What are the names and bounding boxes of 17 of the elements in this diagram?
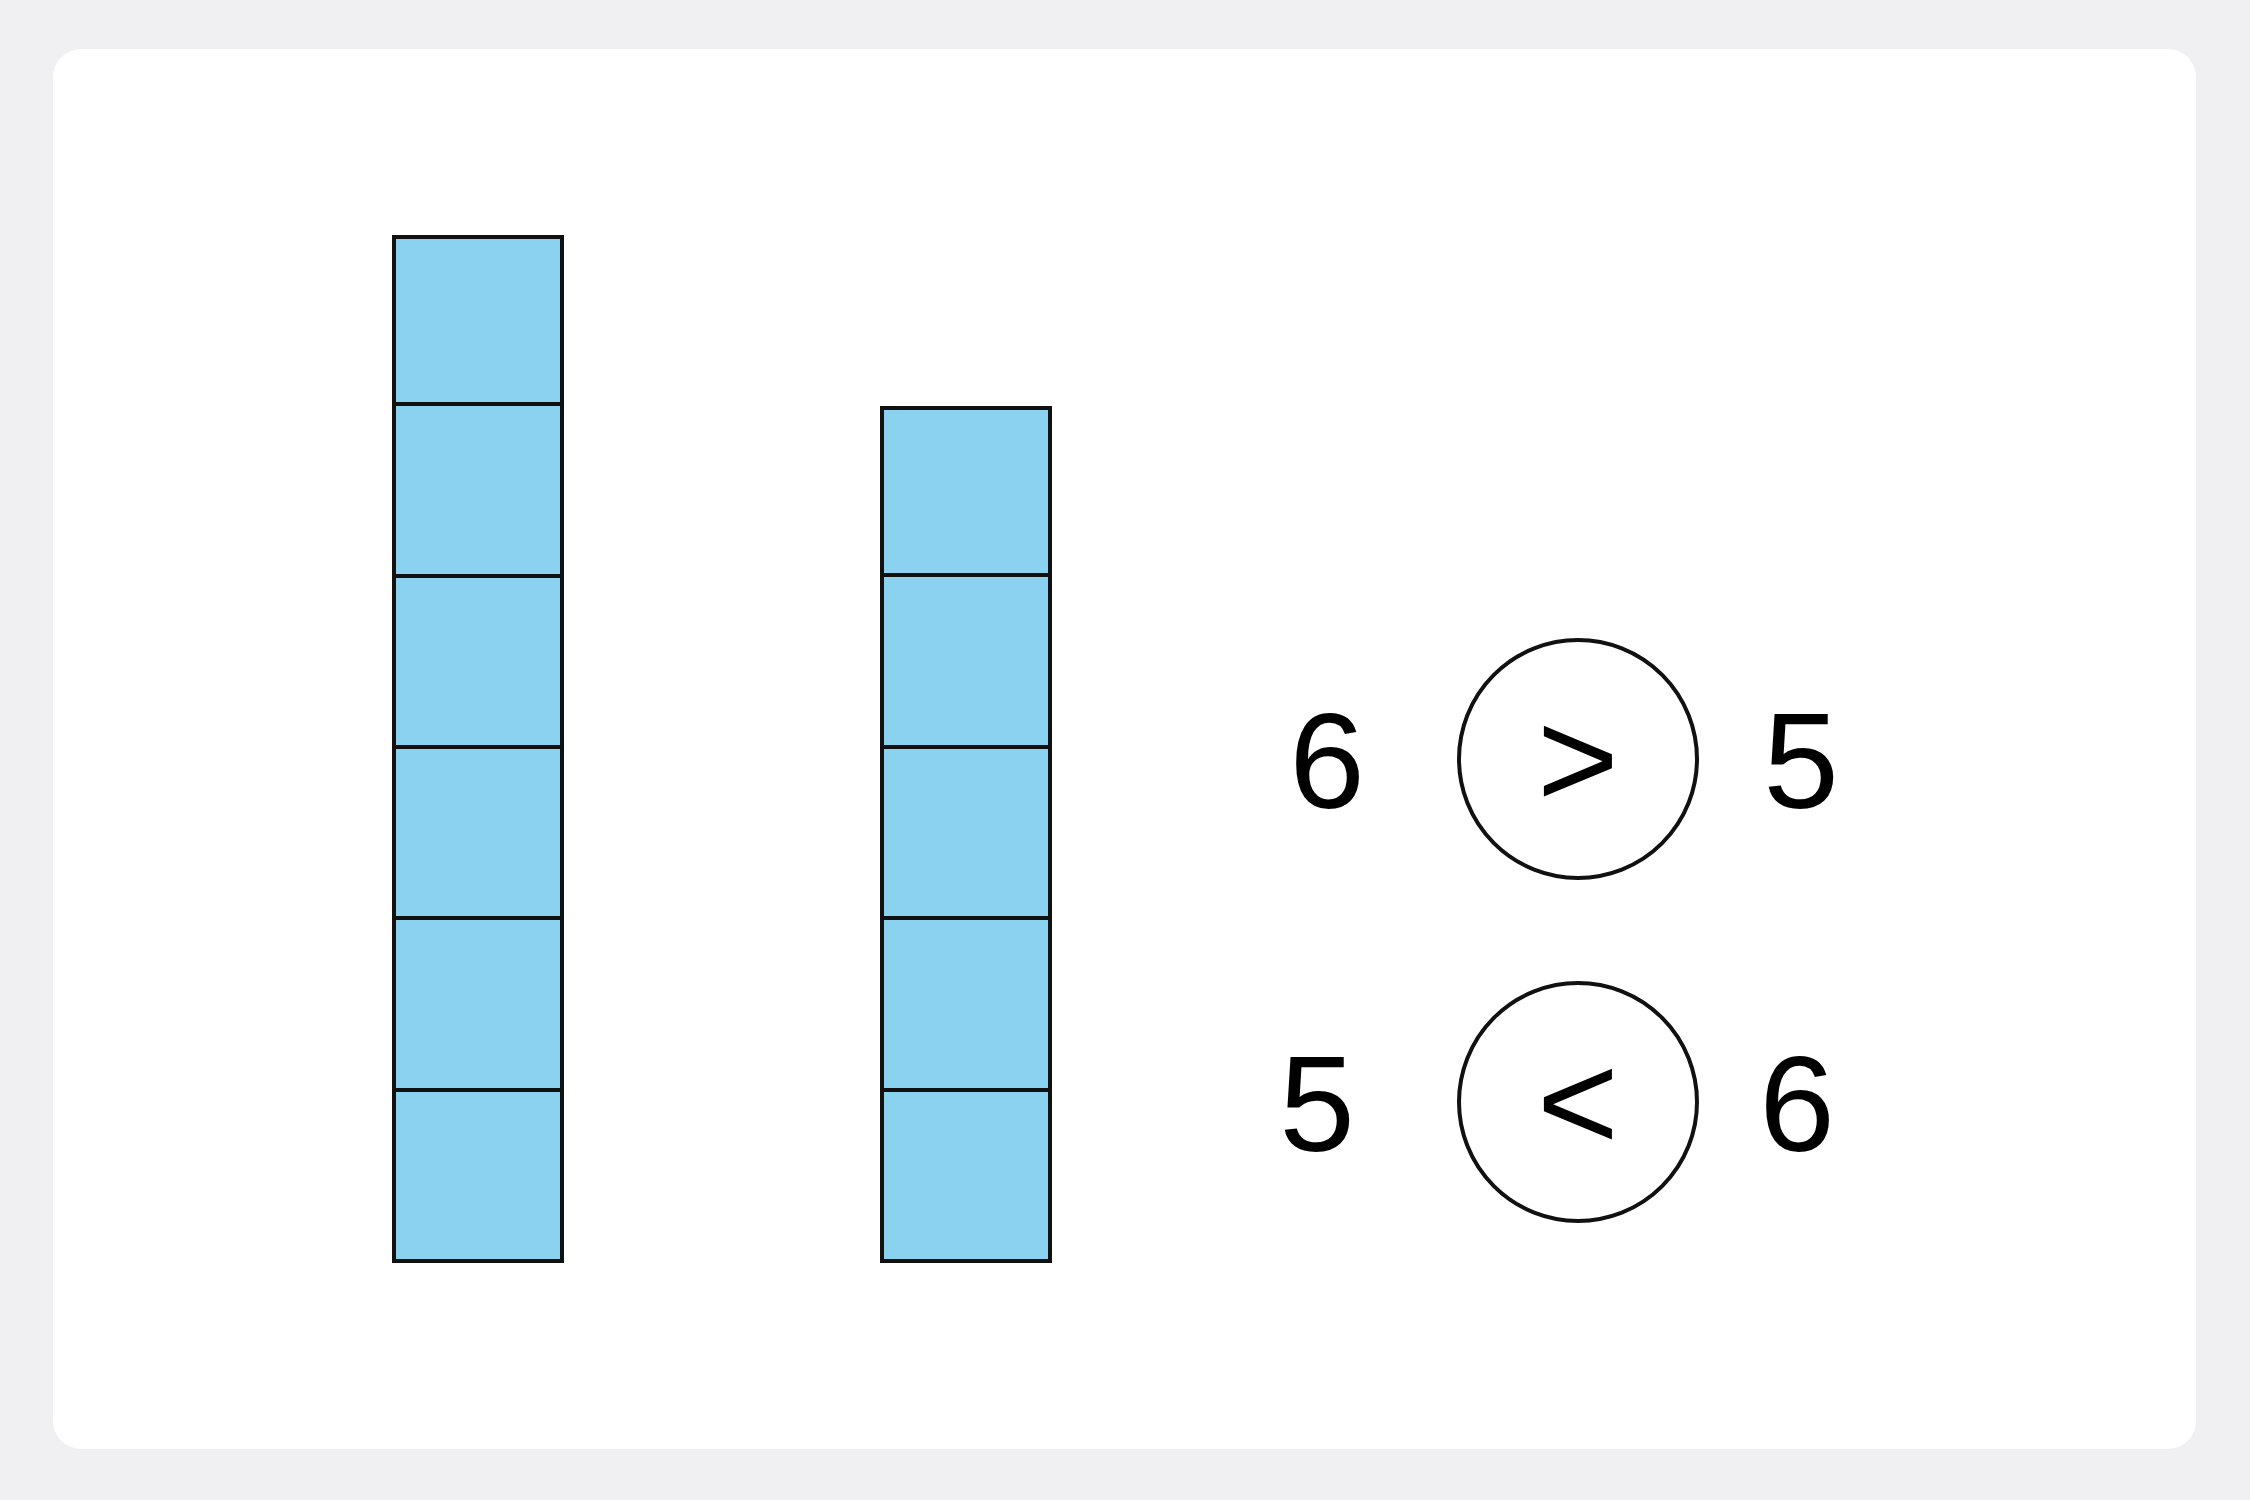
unit-block — [880, 406, 1052, 577]
number-label: 5 — [1279, 1036, 1355, 1172]
unit-block — [392, 235, 564, 406]
unit-block — [880, 920, 1052, 1092]
unit-block — [392, 920, 564, 1092]
number-label: 6 — [1759, 1036, 1835, 1172]
unit-block — [392, 578, 564, 749]
unit-block — [392, 749, 564, 920]
number-label: 6 — [1289, 693, 1365, 829]
unit-block — [880, 1092, 1052, 1263]
comparison-sign: < — [1537, 1032, 1619, 1172]
comparison-sign: > — [1537, 689, 1619, 829]
number-label: 5 — [1763, 693, 1839, 829]
unit-block — [880, 749, 1052, 920]
unit-block — [392, 406, 564, 578]
unit-block — [880, 577, 1052, 749]
unit-block — [392, 1092, 564, 1263]
